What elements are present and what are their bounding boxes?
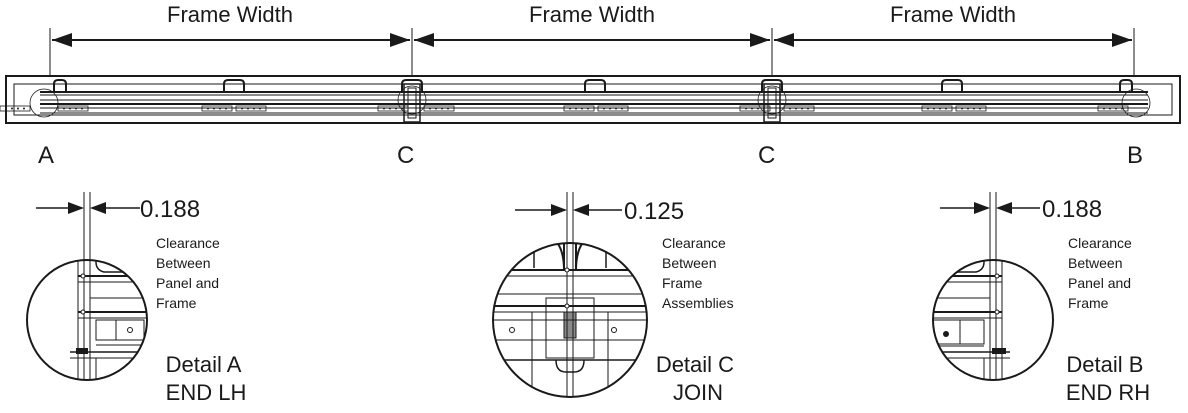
frame-elevation [0,75,1181,124]
detail-a: 0.188 Clearance Between Panel a [26,192,247,405]
point-label-c-2: C [758,142,775,169]
detail-b: 0.188 Clearance Between Panel a [932,192,1150,405]
detail-a-caption: Detail A END LH [166,352,247,405]
detail-c-clearance-value: 0.125 [624,198,684,225]
detail-a-clearance-value: 0.188 [140,196,200,223]
detail-c-callout-1 [397,85,427,115]
frame-width-label-1: Frame Width [167,2,293,27]
detail-c-callout-2 [757,85,787,115]
frame-clip [53,79,1133,92]
point-label-b: B [1127,142,1143,169]
detail-a-callout [29,88,59,118]
frame-width-label-2: Frame Width [529,2,655,27]
point-label-c-1: C [397,142,414,169]
frame-width-label-3: Frame Width [890,2,1016,27]
detail-a-note: Clearance Between Panel and Frame [156,235,224,311]
join-block-2 [763,83,781,123]
join-block-1 [403,83,421,123]
detail-c: 0.125 Clearance [492,192,740,405]
frame-width-dimension-2: Frame Width [411,2,770,75]
point-label-a: A [38,142,54,169]
detail-c-caption: Detail C JOIN [656,352,740,405]
frame-width-dimension-3: Frame Width [771,2,1135,75]
detail-b-caption: Detail B END RH [1066,352,1150,405]
detail-b-note: Clearance Between Panel and Frame [1068,235,1136,311]
detail-c-note: Clearance Between Frame Assemblies [662,235,734,311]
detail-b-clearance-value: 0.188 [1042,196,1102,223]
detail-b-callout [1121,88,1151,118]
fastener-marks [0,105,1129,112]
frame-width-dimension-1: Frame Width [49,2,410,75]
